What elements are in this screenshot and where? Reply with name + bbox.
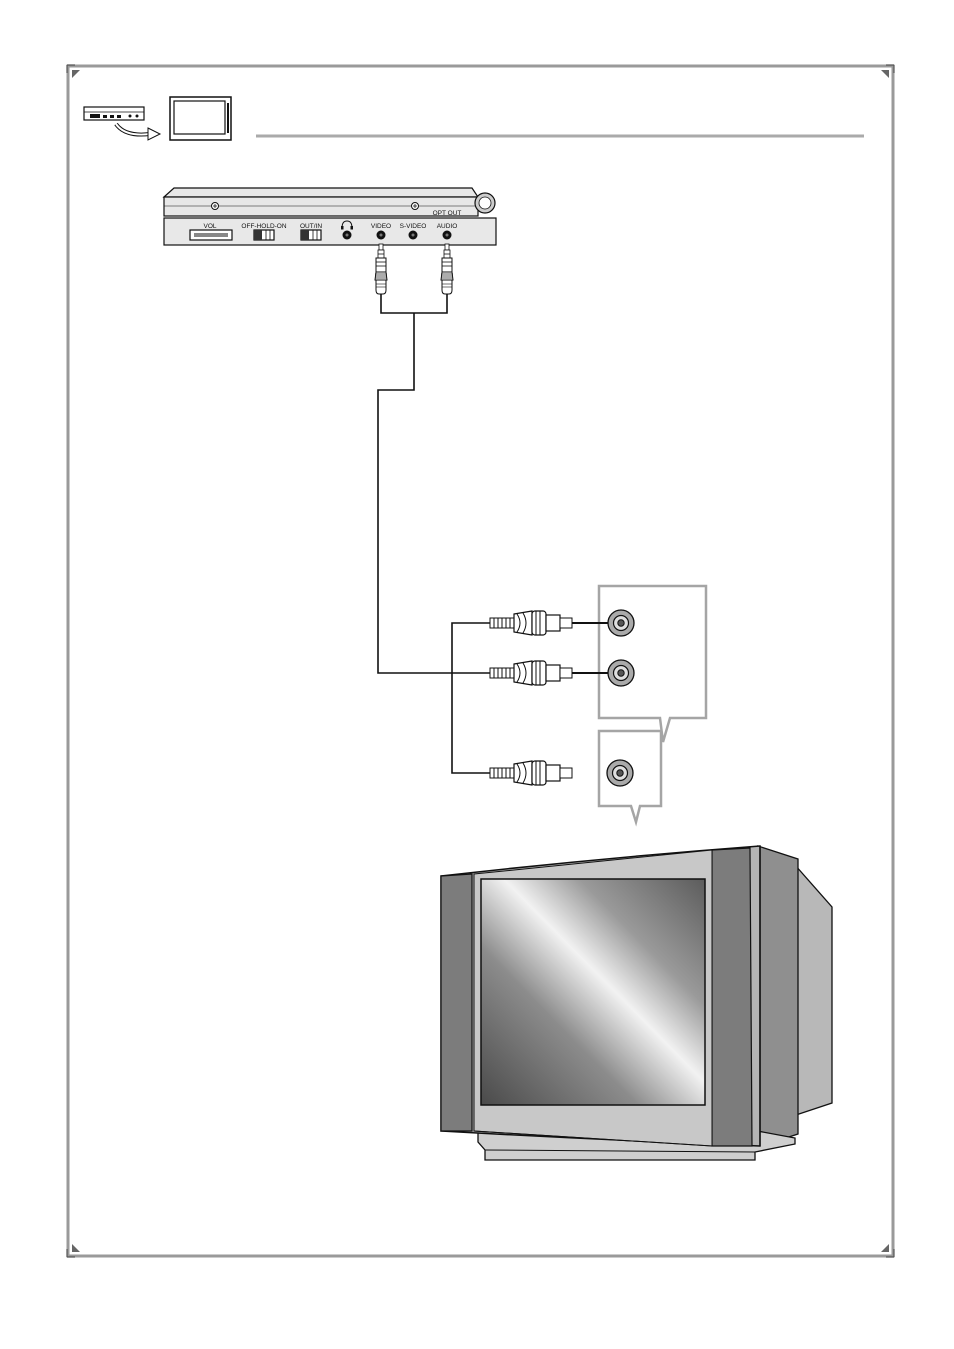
- audio-jack[interactable]: [443, 231, 452, 240]
- av-cable: [378, 294, 490, 773]
- svideo-label: S-VIDEO: [400, 223, 427, 230]
- svideo-jack[interactable]: [409, 231, 418, 240]
- audio-mini-plug[interactable]: [441, 244, 453, 294]
- vol-label: VOL: [203, 223, 216, 230]
- rca-plug-middle[interactable]: [490, 661, 572, 685]
- video-jack[interactable]: [377, 231, 386, 240]
- tv-icon: [170, 97, 231, 140]
- rca-plug-top[interactable]: [490, 611, 572, 635]
- outin-switch[interactable]: [301, 230, 321, 240]
- audio-label: AUDIO: [437, 223, 458, 230]
- arrow-icon: [116, 124, 160, 140]
- headphone-jack[interactable]: [343, 231, 352, 240]
- tv-screen: [481, 879, 705, 1105]
- outin-label: OUT/IN: [300, 223, 322, 230]
- tv-jack-middle[interactable]: [608, 660, 634, 686]
- dvd-player-icon: [84, 107, 144, 120]
- rca-plug-bottom[interactable]: [490, 761, 572, 785]
- vol-slider[interactable]: [190, 230, 232, 240]
- opt-out-label: OPT OUT: [433, 210, 462, 217]
- video-label: VIDEO: [371, 223, 391, 230]
- tv-jack-top[interactable]: [608, 610, 634, 636]
- tv-jack-bottom[interactable]: [607, 760, 633, 786]
- hold-label: OFF-HOLD-ON: [241, 223, 286, 230]
- video-mini-plug[interactable]: [375, 244, 387, 294]
- hold-switch[interactable]: [254, 230, 274, 240]
